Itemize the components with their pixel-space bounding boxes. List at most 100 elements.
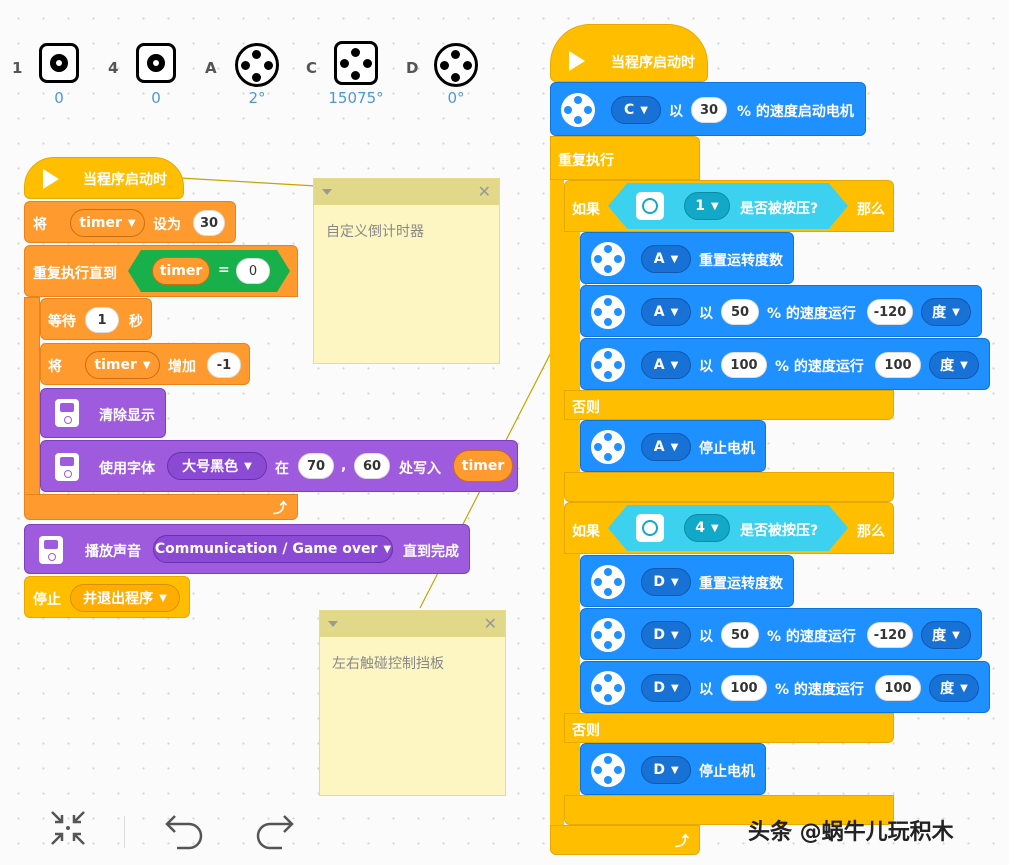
motor-icon[interactable]: [434, 43, 478, 87]
block-label: 重复执行直到: [33, 266, 117, 282]
degrees-input[interactable]: -120: [867, 299, 913, 325]
unit-dropdown[interactable]: 度▼: [921, 298, 971, 326]
port-dropdown[interactable]: A▼: [641, 298, 691, 326]
forever-bottom: ⤴: [550, 825, 700, 855]
stop-motor-block[interactable]: D▼ 停止电机: [580, 743, 766, 795]
variable-reporter[interactable]: timer: [453, 450, 513, 482]
unit-dropdown[interactable]: 度▼: [921, 621, 971, 649]
is-pressed-condition[interactable]: 4▼ 是否被按压?: [608, 505, 848, 551]
stop-dropdown[interactable]: 并退出程序▼: [70, 584, 180, 612]
run-motor-block[interactable]: A▼ 以 100 % 的速度运行 100 度▼: [580, 338, 990, 390]
note-text[interactable]: 自定义倒计时器: [326, 224, 424, 240]
sensor-port-dropdown[interactable]: 1▼: [684, 192, 730, 220]
start-motor-block[interactable]: C▼ 以 30 % 的速度启动电机: [550, 82, 866, 136]
port-dropdown[interactable]: D▼: [641, 621, 691, 649]
block-label: 以: [699, 359, 713, 375]
set-variable-block[interactable]: 将 timer▼ 设为 30: [24, 201, 236, 243]
change-input[interactable]: -1: [207, 352, 241, 378]
stop-motor-block[interactable]: A▼ 停止电机: [580, 420, 766, 472]
stop-block[interactable]: 停止 并退出程序▼: [24, 576, 190, 618]
wait-input[interactable]: 1: [85, 307, 119, 333]
note-header[interactable]: ✕: [314, 179, 499, 205]
block-label: 直到完成: [403, 544, 459, 560]
wait-block[interactable]: 等待 1 秒: [40, 298, 152, 340]
port-dropdown[interactable]: A▼: [641, 351, 691, 379]
port-dropdown[interactable]: D▼: [641, 568, 691, 596]
block-label: 将: [48, 359, 62, 375]
touch-sensor-icon[interactable]: [136, 43, 176, 83]
collapse-icon[interactable]: [328, 621, 338, 627]
close-icon[interactable]: ✕: [483, 614, 497, 633]
forever-block[interactable]: 重复执行: [550, 136, 700, 180]
run-motor-block[interactable]: D▼ 以 100 % 的速度运行 100 度▼: [580, 661, 990, 713]
speed-input[interactable]: 50: [721, 622, 759, 648]
y-input[interactable]: 60: [354, 453, 390, 479]
note-header[interactable]: ✕: [320, 611, 505, 637]
block-label: 等待: [48, 314, 76, 330]
degrees-input[interactable]: 100: [875, 675, 921, 701]
compare-input[interactable]: 0: [236, 258, 270, 284]
speed-input[interactable]: 100: [721, 352, 767, 378]
reset-degrees-block[interactable]: A▼ 重置运转度数: [580, 232, 794, 284]
speed-input[interactable]: 30: [691, 97, 727, 123]
font-dropdown[interactable]: 大号黑色▼: [167, 452, 267, 480]
if-bottom: [564, 472, 894, 502]
equals-operator[interactable]: timer = 0: [128, 250, 290, 292]
unit-dropdown[interactable]: 度▼: [929, 674, 979, 702]
block-label: % 的速度运行: [775, 682, 864, 698]
port-dropdown[interactable]: A▼: [641, 433, 691, 461]
block-label: 停止: [33, 592, 61, 608]
clear-display-block[interactable]: 清除显示: [40, 388, 166, 438]
run-motor-block[interactable]: D▼ 以 50 % 的速度运行 -120 度▼: [580, 608, 982, 660]
variable-dropdown[interactable]: timer▼: [70, 209, 145, 237]
degrees-input[interactable]: 100: [875, 352, 921, 378]
write-text-block[interactable]: 使用字体 大号黑色▼ 在 70 , 60 处写入 timer: [40, 440, 518, 492]
port-dropdown[interactable]: C▼: [611, 96, 661, 124]
port-value: 0: [151, 89, 161, 107]
close-icon[interactable]: ✕: [477, 182, 491, 201]
comment-note[interactable]: ✕ 自定义倒计时器: [313, 178, 500, 364]
port-dropdown[interactable]: D▼: [641, 674, 691, 702]
motor-icon[interactable]: [235, 43, 279, 87]
loop-arrow-icon: ⤴: [675, 834, 689, 850]
block-label: 重复执行: [558, 153, 614, 169]
operator-label: =: [218, 262, 230, 278]
variable-reporter[interactable]: timer: [152, 257, 210, 285]
collapse-icon[interactable]: [322, 189, 332, 195]
else-label-bar: 否则: [564, 390, 894, 420]
unit-dropdown[interactable]: 度▼: [929, 351, 979, 379]
variable-dropdown[interactable]: timer▼: [85, 351, 160, 379]
degrees-input[interactable]: -120: [867, 622, 913, 648]
port-letter: D: [406, 59, 419, 77]
port-dropdown[interactable]: D▼: [641, 756, 691, 784]
change-variable-block[interactable]: 将 timer▼ 增加 -1: [40, 343, 250, 385]
sound-dropdown[interactable]: Communication / Game over▼: [153, 535, 393, 563]
when-program-starts-block[interactable]: 当程序启动时: [24, 157, 184, 199]
else-label-bar: 否则: [564, 713, 894, 743]
touch-sensor-icon[interactable]: [39, 43, 79, 83]
block-label: % 的速度运行: [767, 306, 856, 322]
play-sound-block[interactable]: 播放声音 Communication / Game over▼ 直到完成: [24, 524, 470, 574]
x-input[interactable]: 70: [298, 453, 334, 479]
when-program-starts-block[interactable]: 当程序启动时: [550, 24, 708, 82]
value-input[interactable]: 30: [193, 210, 225, 236]
sensor-port-dropdown[interactable]: 4▼: [684, 514, 730, 542]
block-label: 在: [275, 461, 289, 477]
speed-input[interactable]: 100: [721, 675, 767, 701]
undo-icon[interactable]: [163, 808, 207, 861]
note-text[interactable]: 左右触碰控制挡板: [332, 656, 444, 672]
comment-note[interactable]: ✕ 左右触碰控制挡板: [319, 610, 506, 796]
run-motor-block[interactable]: A▼ 以 50 % 的速度运行 -120 度▼: [580, 285, 982, 337]
speed-input[interactable]: 50: [721, 299, 759, 325]
block-label: 否则: [572, 723, 600, 739]
motor-icon[interactable]: [334, 41, 378, 85]
motor-icon: [561, 93, 595, 127]
toolbar-divider: [124, 816, 125, 848]
port-letter: C: [306, 59, 318, 77]
port-value: 2°: [248, 89, 266, 107]
port-dropdown[interactable]: A▼: [641, 245, 691, 273]
redo-icon[interactable]: [252, 808, 296, 861]
fit-icon[interactable]: [48, 808, 88, 857]
is-pressed-condition[interactable]: 1▼ 是否被按压?: [608, 183, 848, 229]
reset-degrees-block[interactable]: D▼ 重置运转度数: [580, 555, 794, 607]
